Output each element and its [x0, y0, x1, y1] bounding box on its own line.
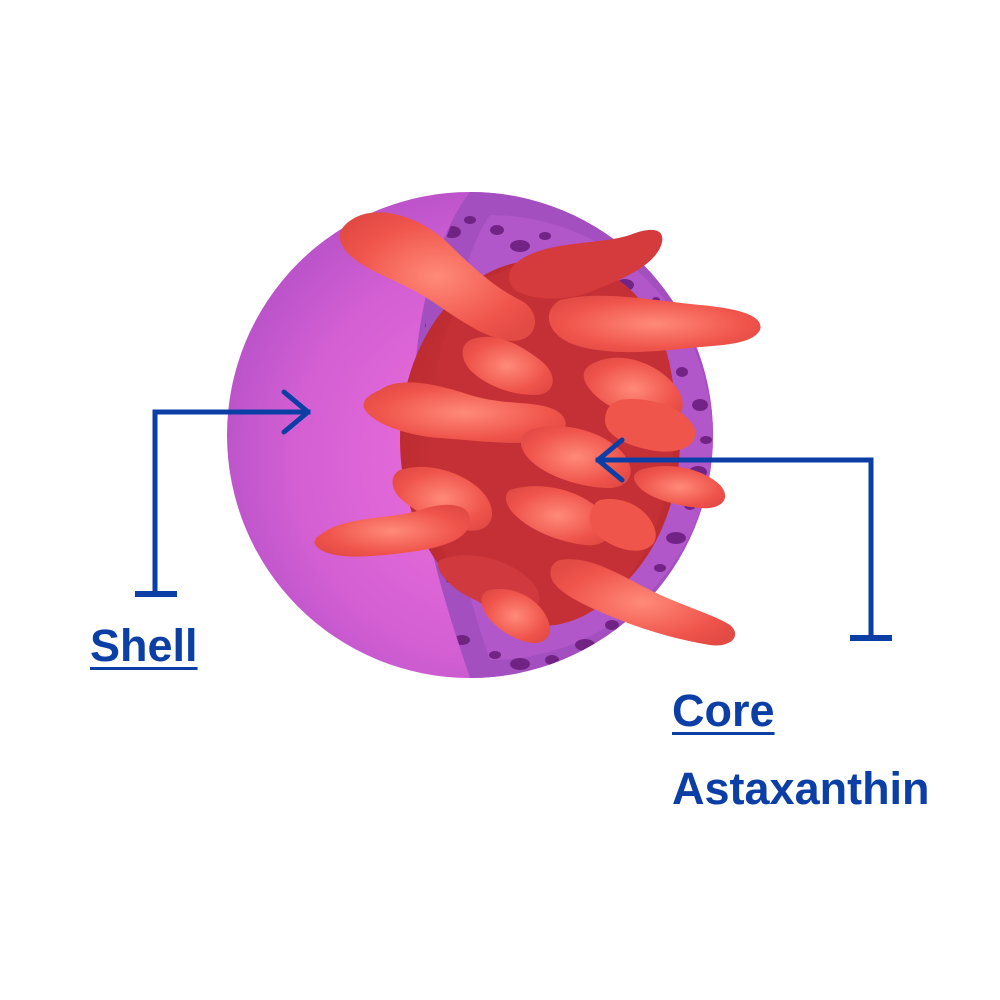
arrow-left-icon: [595, 437, 625, 483]
core-substance-label: Astaxanthin: [672, 763, 930, 814]
core-label: Core: [672, 685, 775, 736]
core-pointer-line: [595, 457, 892, 641]
arrow-right-icon: [281, 389, 311, 435]
astaxanthin-core: [314, 212, 761, 646]
shell-label: Shell: [90, 620, 198, 671]
shell-pointer-line: [135, 409, 311, 597]
